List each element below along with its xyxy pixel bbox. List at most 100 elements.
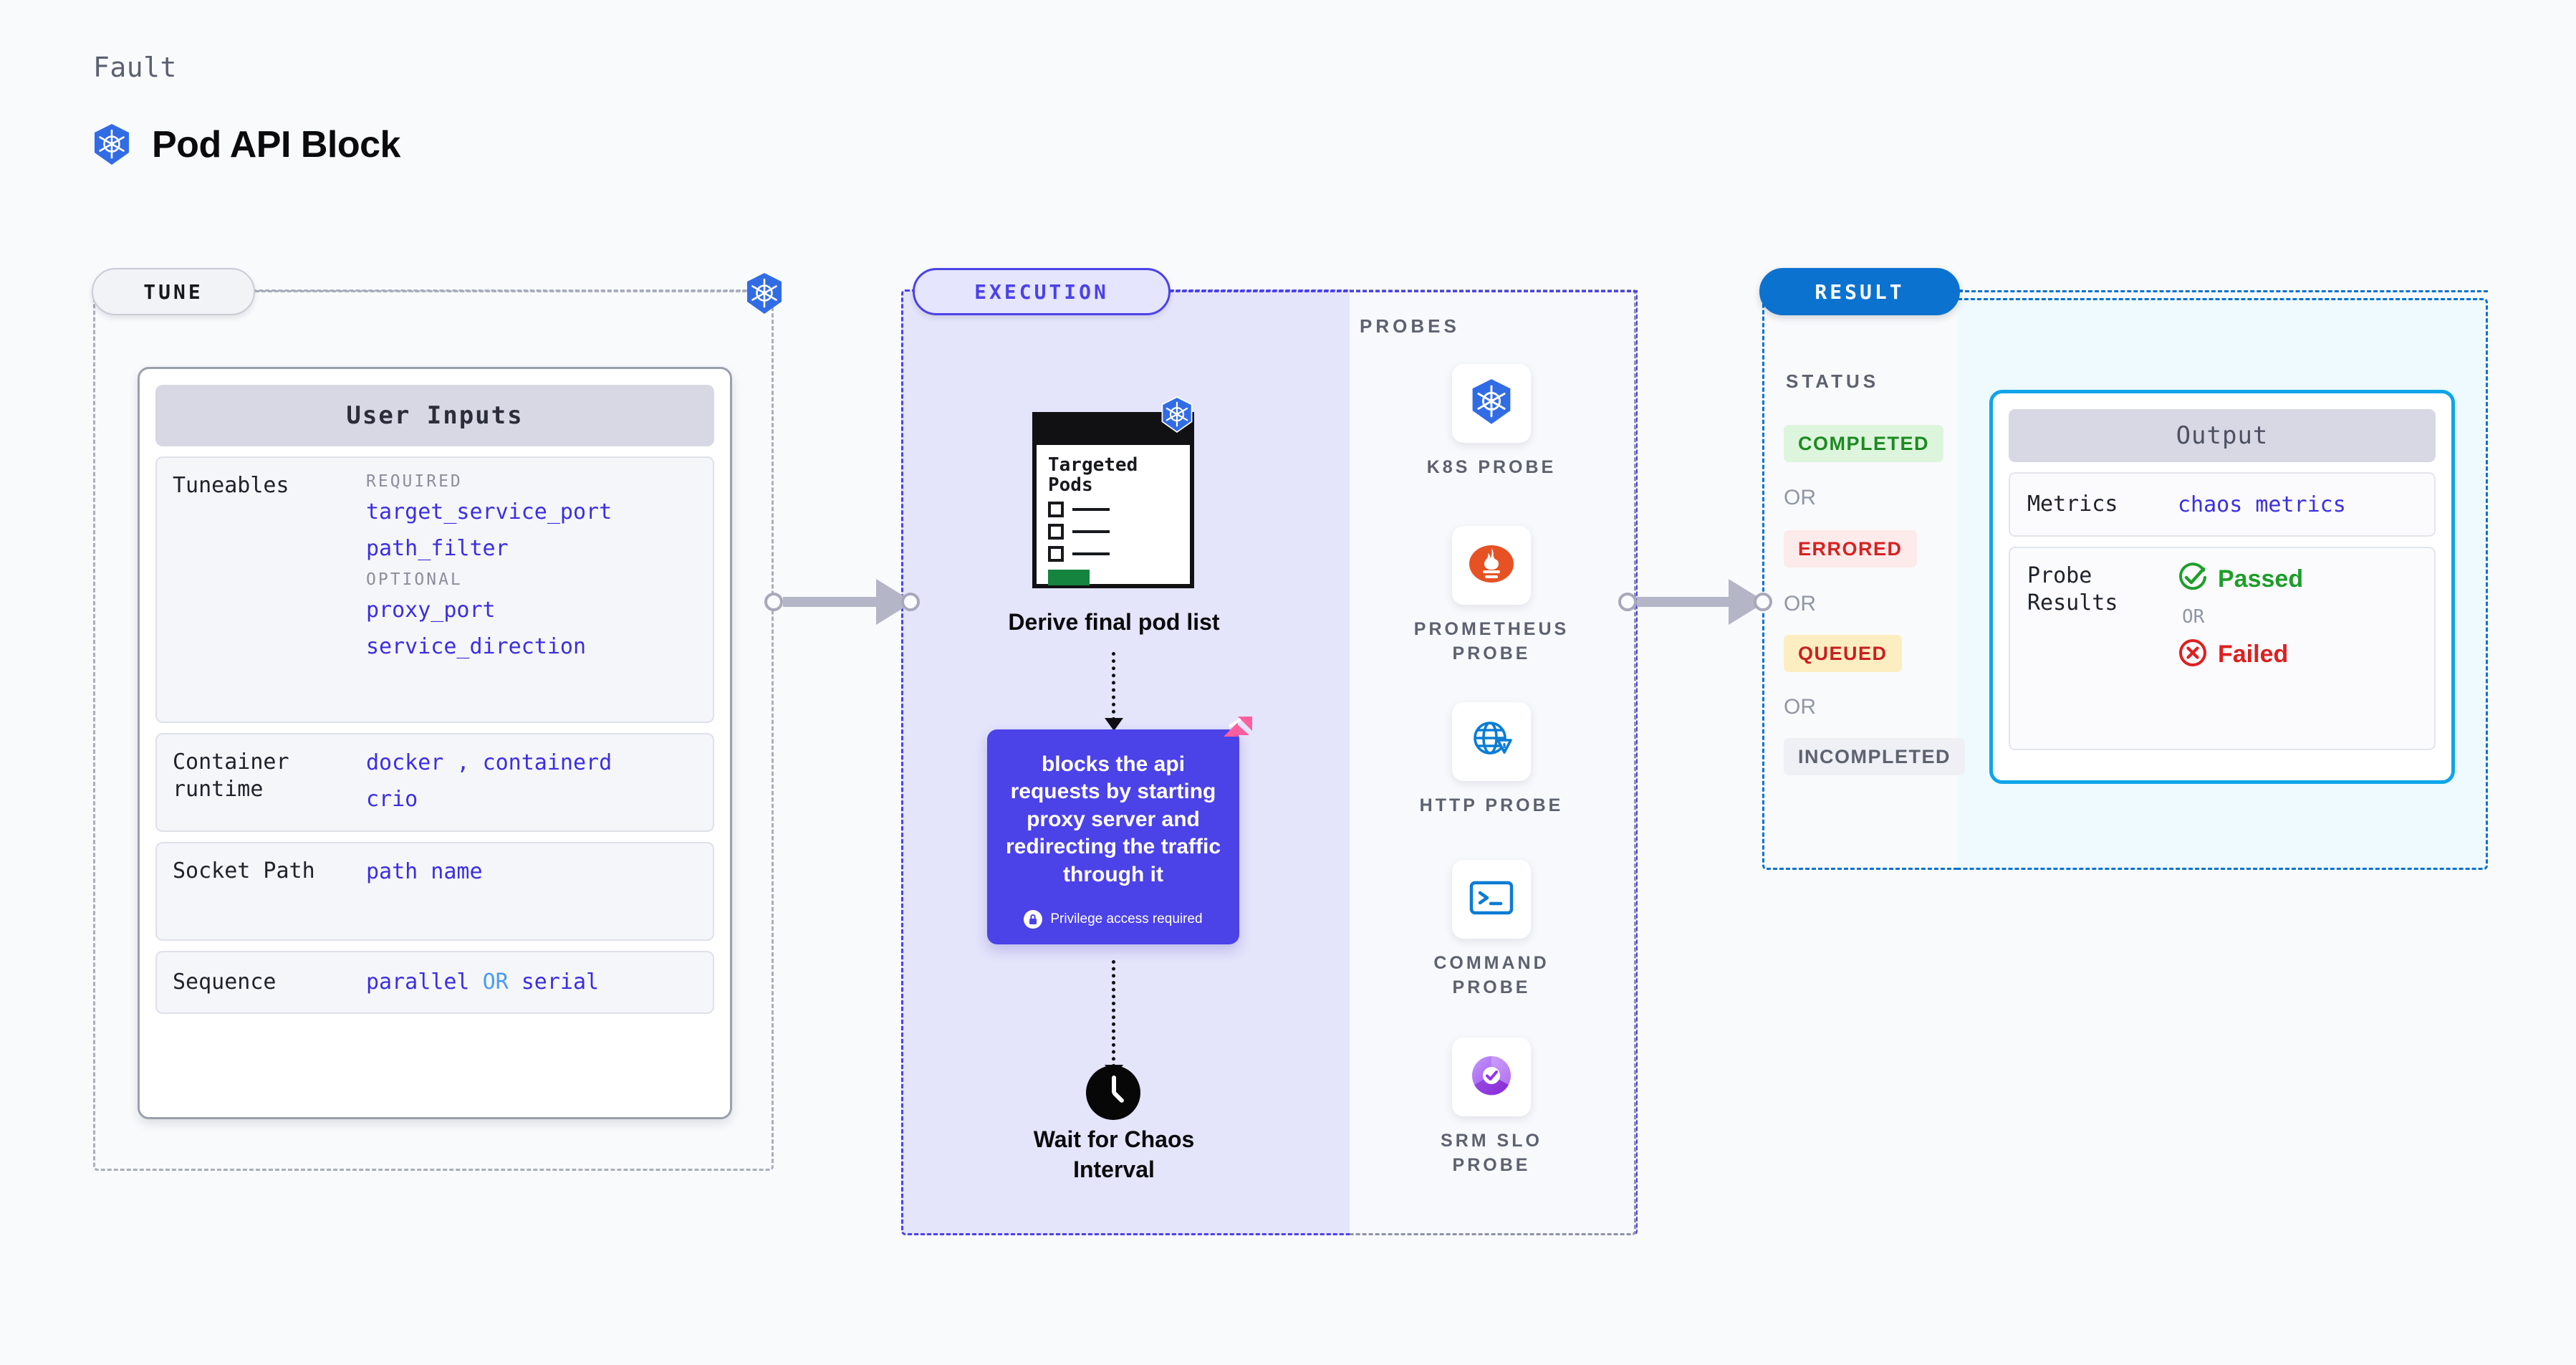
runtime-docker[interactable]: docker bbox=[366, 750, 444, 775]
tuneables-row: Tuneables REQUIRED target_service_port p… bbox=[155, 456, 714, 723]
status-or-1: OR bbox=[1784, 486, 1816, 509]
metrics-value[interactable]: chaos metrics bbox=[2178, 492, 2346, 517]
checkbox-icon bbox=[1048, 524, 1064, 540]
harness-logo-icon bbox=[1216, 714, 1255, 756]
status-badge-queued: QUEUED bbox=[1784, 635, 1902, 672]
probe-label: SRM SLO PROBE bbox=[1441, 1131, 1542, 1175]
kubernetes-icon bbox=[1469, 378, 1514, 429]
probe-tile bbox=[1452, 526, 1531, 605]
probe-results-row: Probe Results Passed OR bbox=[2009, 547, 2436, 750]
sequence-serial[interactable]: serial bbox=[521, 969, 600, 995]
socket-path-value[interactable]: path name bbox=[366, 859, 483, 884]
connector-end-dot bbox=[901, 593, 920, 611]
terminal-icon bbox=[1468, 878, 1515, 921]
checkbox-icon bbox=[1048, 502, 1064, 518]
optional-heading: OPTIONAL bbox=[366, 570, 463, 589]
kubernetes-icon bbox=[744, 272, 784, 319]
sequence-parallel[interactable]: parallel bbox=[366, 969, 470, 995]
http-globe-warning-icon bbox=[1468, 718, 1515, 766]
page-title-row: Pod API Block bbox=[92, 123, 400, 166]
tuneables-label: Tuneables bbox=[173, 473, 289, 498]
probe-http[interactable]: HTTP PROBE bbox=[1398, 702, 1585, 818]
output-title: Output bbox=[2009, 409, 2436, 462]
sequence-row: Sequence parallel OR serial bbox=[155, 951, 714, 1014]
sequence-label: Sequence bbox=[173, 969, 277, 995]
probe-result-passed: Passed bbox=[2178, 562, 2303, 596]
probe-command[interactable]: COMMAND PROBE bbox=[1398, 860, 1585, 1000]
srm-slo-icon bbox=[1469, 1053, 1514, 1102]
probe-label: K8S PROBE bbox=[1426, 457, 1557, 477]
runtime-crio[interactable]: crio bbox=[366, 786, 418, 812]
failed-label: Failed bbox=[2218, 641, 2289, 668]
socket-path-label: Socket Path bbox=[173, 858, 315, 883]
probes-title: PROBES bbox=[1360, 315, 1460, 337]
prometheus-icon bbox=[1468, 542, 1515, 590]
wait-for-chaos-interval-label: Wait for Chaos Interval bbox=[1033, 1126, 1195, 1182]
kubernetes-icon bbox=[1160, 396, 1194, 437]
tuneable-path-filter[interactable]: path_filter bbox=[366, 535, 509, 561]
connector-start-dot bbox=[1618, 593, 1637, 611]
connector-bar bbox=[1637, 597, 1730, 607]
page-eyebrow: Fault bbox=[93, 52, 177, 83]
execution-pill-dashline bbox=[1169, 290, 1638, 292]
flow-arrow-down bbox=[1105, 960, 1123, 1078]
privilege-badge: Privilege access required bbox=[1024, 910, 1203, 929]
check-circle-icon bbox=[2178, 562, 2208, 596]
status-or-2: OR bbox=[1784, 592, 1816, 616]
probe-tile bbox=[1452, 1038, 1531, 1116]
privilege-label: Privilege access required bbox=[1050, 911, 1203, 926]
status-title: STATUS bbox=[1786, 370, 1880, 392]
status-or-3: OR bbox=[1784, 695, 1816, 719]
tune-pill-dashline bbox=[255, 290, 746, 292]
sequence-or: OR bbox=[482, 969, 509, 995]
clock-icon bbox=[1086, 1065, 1140, 1120]
sequence-values: parallel OR serial bbox=[366, 968, 697, 997]
status-badge-completed: COMPLETED bbox=[1784, 425, 1944, 462]
kubernetes-icon bbox=[92, 123, 132, 166]
checkbox-icon bbox=[1048, 546, 1064, 562]
targeted-pods-card: Targeted Pods bbox=[1032, 412, 1194, 588]
probe-prometheus[interactable]: PROMETHEUS PROBE bbox=[1398, 526, 1585, 666]
metrics-row: Metrics chaos metrics bbox=[2009, 472, 2436, 537]
tuneable-proxy-port[interactable]: proxy_port bbox=[366, 598, 496, 623]
list-line bbox=[1072, 552, 1110, 556]
x-circle-icon bbox=[2178, 638, 2208, 671]
probe-k8s[interactable]: K8S PROBE bbox=[1398, 364, 1585, 480]
progress-bar bbox=[1048, 570, 1090, 586]
page-title: Pod API Block bbox=[152, 124, 400, 166]
connector-start-dot bbox=[764, 593, 783, 611]
container-runtime-row: Container runtime docker , containerd cr… bbox=[155, 733, 714, 832]
tuneable-service-direction[interactable]: service_direction bbox=[366, 633, 587, 659]
result-pill[interactable]: RESULT bbox=[1759, 268, 1960, 315]
result-pill-dashline bbox=[1959, 290, 2488, 292]
derive-pod-list-label: Derive final pod list bbox=[1008, 609, 1220, 635]
runtime-containerd[interactable]: containerd bbox=[482, 750, 612, 775]
probe-result-failed: Failed bbox=[2178, 638, 2303, 671]
probe-srm-slo[interactable]: SRM SLO PROBE bbox=[1398, 1038, 1585, 1178]
probe-tile bbox=[1452, 860, 1531, 939]
probe-tile bbox=[1452, 364, 1531, 443]
connector-bar bbox=[783, 597, 878, 607]
tuneable-target-service-port[interactable]: target_service_port bbox=[366, 499, 612, 525]
flow-arrow-down bbox=[1105, 652, 1123, 731]
execution-pill[interactable]: EXECUTION bbox=[913, 268, 1171, 315]
required-heading: REQUIRED bbox=[366, 472, 463, 491]
connector-execution-to-result bbox=[1618, 579, 1772, 625]
connector-end-dot bbox=[1754, 593, 1772, 611]
connector-tune-to-execution bbox=[764, 579, 920, 625]
runtime-separator: , bbox=[456, 750, 470, 775]
probe-label: PROMETHEUS PROBE bbox=[1413, 619, 1570, 664]
list-line bbox=[1072, 530, 1110, 534]
pod-list-item bbox=[1048, 524, 1178, 540]
user-inputs-title: User Inputs bbox=[155, 385, 714, 446]
lock-icon bbox=[1024, 910, 1043, 929]
tune-pill[interactable]: TUNE bbox=[92, 268, 255, 315]
metrics-label: Metrics bbox=[2027, 492, 2118, 517]
user-inputs-card: User Inputs Tuneables REQUIRED target_se… bbox=[138, 367, 732, 1119]
probe-result-or: OR bbox=[2182, 606, 2205, 628]
container-runtime-label: Container runtime bbox=[173, 749, 289, 802]
passed-label: Passed bbox=[2218, 565, 2304, 593]
probe-results-label: Probe Results bbox=[2027, 563, 2118, 616]
probe-tile bbox=[1452, 702, 1531, 781]
container-runtime-values: docker , containerd bbox=[366, 749, 697, 778]
